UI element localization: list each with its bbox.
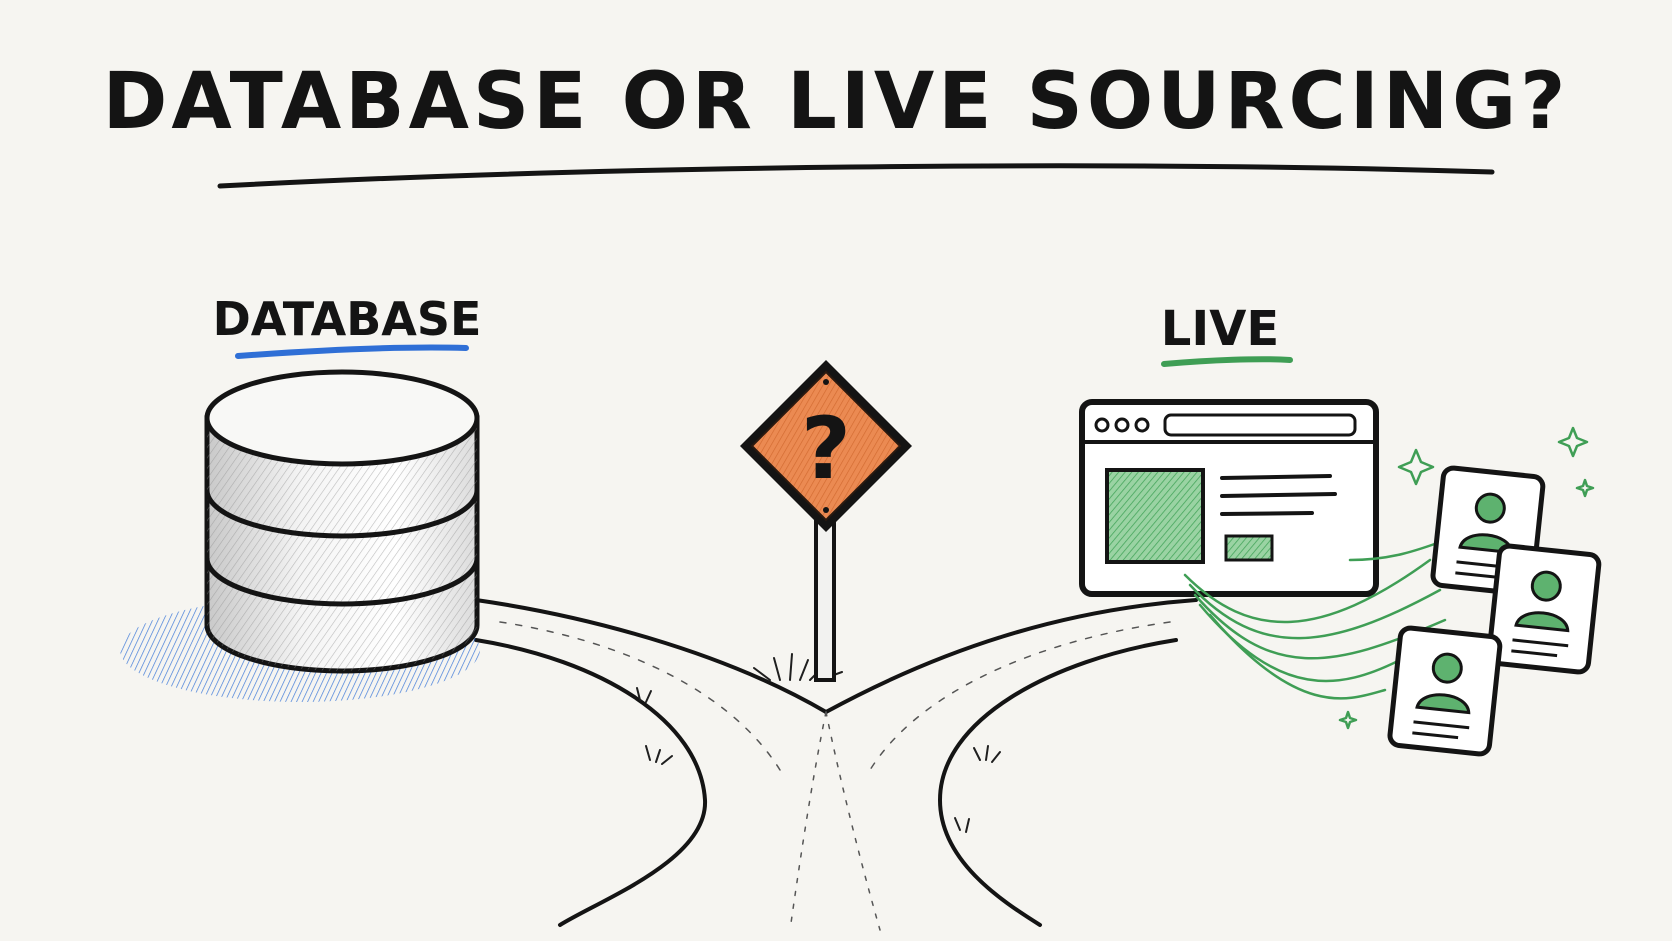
page-title: DATABASE OR LIVE SOURCING? [103, 57, 1570, 147]
database-cylinder-icon [120, 369, 480, 702]
road-bottom-left-edge [789, 711, 827, 931]
road-right-inner-edge [937, 638, 1178, 927]
question-road-sign-icon: ? [740, 360, 912, 682]
browser-window-icon [1079, 399, 1379, 597]
road-bottom-right-edge [825, 711, 881, 931]
title-underline [217, 163, 1495, 189]
database-label-group: DATABASE [213, 292, 482, 359]
database-label-underline [235, 344, 469, 359]
profile-card-icon [1387, 465, 1602, 757]
title-group: DATABASE OR LIVE SOURCING? [103, 57, 1570, 189]
road-left-inner-edge [474, 638, 708, 927]
sign-question-mark: ? [801, 399, 851, 499]
live-label-group: LIVE [1161, 301, 1293, 367]
live-label-underline [1161, 356, 1293, 367]
road-right-outer-edge [824, 598, 1198, 714]
crossroads-road [474, 598, 1198, 931]
database-label: DATABASE [213, 292, 482, 346]
sparkle-icon [1338, 426, 1595, 730]
live-label: LIVE [1161, 301, 1279, 357]
road-left-center-line [499, 621, 781, 771]
road-left-outer-edge [474, 598, 828, 714]
road-right-center-line [869, 621, 1171, 771]
